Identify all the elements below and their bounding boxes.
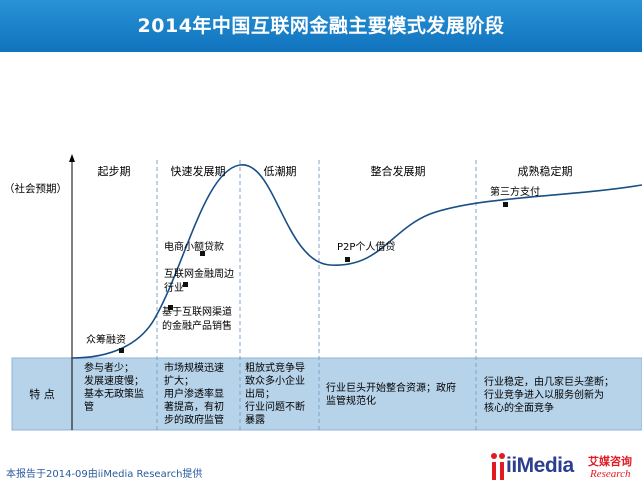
feature-mature: 行业稳定，由几家巨头垄断； 行业竞争进入以服务创新为 核心的全面竞争 [484,375,617,414]
stage-label-integration: 整合发展期 [371,164,426,178]
marker-p2p [345,257,350,262]
stage-label-downturn: 低潮期 [264,164,297,178]
features-label: 特 点 [29,387,55,401]
feature-startup: 参与者少； 发展速度慢； 基本无政策监 管 [84,361,147,413]
event-crowdfunding: 众筹融资 [86,333,126,346]
marker-internet-finance [183,282,188,287]
y-axis-arrow [69,154,75,162]
event-internet-finance-l2: 行业 [164,281,184,294]
footer-credit: 本报告于2014-09由iiMedia Research提供 [6,469,203,480]
event-p2p: P2P个人借贷 [337,240,395,253]
feature-downturn: 粗放式竞争导 致众多小企业 出局； 行业问题不断 暴露 [245,361,308,426]
logo-main: iiMedia [506,454,574,477]
y-axis-label: （社会预期） [4,182,67,195]
marker-channel-sales [168,305,173,310]
title-bar: 2014年中国互联网金融主要模式发展阶段 [0,0,642,52]
logo-en: Research [590,468,631,480]
marker-crowdfunding [119,348,124,353]
logo-cn: 艾媒咨询 [588,455,632,468]
event-channel-sales-l2: 的金融产品销售 [162,319,232,332]
event-internet-finance-l1: 互联网金融周边 [164,267,234,280]
development-curve [71,164,642,359]
feature-integration: 行业巨头开始整合资源；政府 监管规范化 [326,381,459,407]
stage-label-mature: 成熟稳定期 [518,164,573,178]
iimedia-logo: iiMedia 艾媒咨询 Research [490,450,636,484]
marker-third-party-payment [503,202,508,207]
event-third-party-payment: 第三方支付 [490,185,540,198]
feature-row [11,357,642,431]
marker-ecommerce-loan [200,251,205,256]
feature-rapid-growth: 市场规模迅速 扩大； 用户渗透率显 著提高，有初 步的政府监管 [164,361,227,426]
page-title: 2014年中国互联网金融主要模式发展阶段 [137,15,505,37]
stage-label-startup: 起步期 [98,165,131,178]
stage-dividers [156,160,477,430]
logo-mark-icon [491,453,505,480]
stage-label-rapid-growth: 快速发展期 [171,164,226,178]
event-ecommerce-loan: 电商小额贷款 [164,240,224,253]
event-channel-sales-l1: 基于互联网渠道 [162,305,232,318]
